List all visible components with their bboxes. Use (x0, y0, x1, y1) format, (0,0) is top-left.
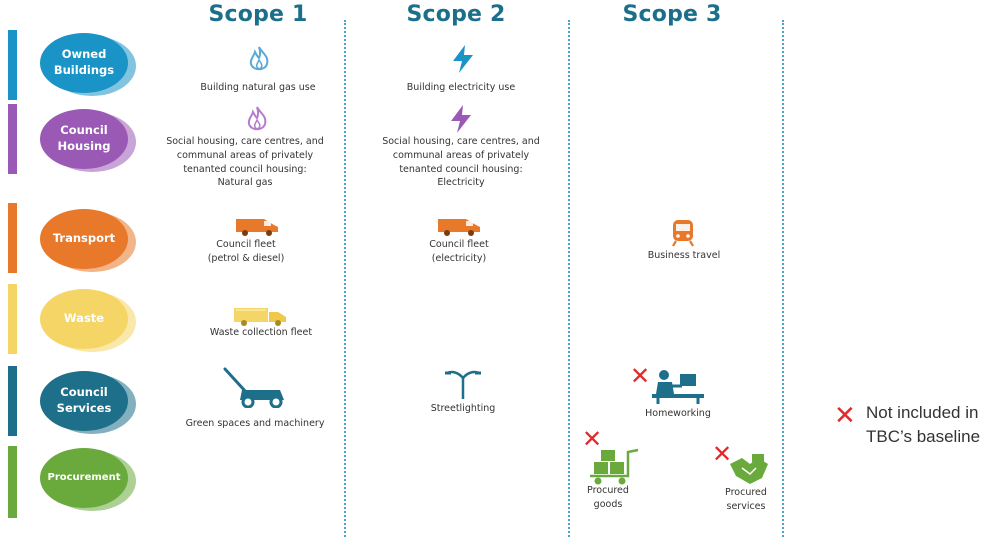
green-spaces-label: Green spaces and machinery (185, 418, 325, 429)
procured-goods-label: Procured goods (587, 485, 629, 510)
flame-icon (247, 106, 267, 131)
housing-gas-label: Social housing, care centres, and commun… (166, 136, 324, 189)
fleet-elec-label: Council fleet (electricity) (429, 239, 489, 264)
procured-services-label: Procured services (725, 487, 767, 512)
lawnmower-icon (223, 367, 284, 408)
scope-2-title: Scope 2 (406, 2, 506, 27)
not-included-mark: ✕ (712, 440, 733, 468)
flame-icon (249, 46, 269, 71)
building-elec-label: Building electricity use (406, 82, 516, 93)
waste-fleet-label: Waste collection fleet (209, 327, 313, 338)
category-transport: Transport (40, 209, 128, 269)
legend-text: Not included in TBC’s baseline (866, 403, 981, 446)
van-icon (438, 219, 480, 236)
category-bar-council-services (8, 366, 17, 436)
category-bar-procurement (8, 446, 17, 518)
business-travel-label: Business travel (647, 250, 721, 261)
category-procurement: Procurement (40, 448, 128, 508)
building-gas-label: Building natural gas use (200, 82, 316, 93)
housing-elec-label: Social housing, care centres, and commun… (382, 136, 540, 189)
van-icon (236, 219, 278, 236)
truck-icon (234, 308, 286, 326)
category-council-services: Council Services (40, 371, 128, 431)
trolley-icon (590, 448, 639, 485)
category-waste: Waste (40, 289, 128, 349)
legend-x-icon: ✕ (834, 401, 856, 431)
desk-worker-icon (652, 370, 704, 404)
scope-divider (344, 20, 346, 537)
category-owned-buildings: Owned Buildings (40, 33, 128, 93)
category-bar-waste (8, 284, 17, 354)
category-council-housing: Council Housing (40, 109, 128, 169)
scope-3-title: Scope 3 (622, 2, 722, 27)
train-icon (672, 220, 694, 247)
not-included-mark: ✕ (582, 425, 603, 453)
category-bar-owned-buildings (8, 30, 17, 100)
lightning-icon (451, 105, 471, 133)
fleet-fuel-label: Council fleet (petrol & diesel) (207, 239, 285, 264)
homeworking-label: Homeworking (645, 408, 711, 419)
lightning-icon (453, 45, 473, 73)
handshake-icon (730, 454, 768, 484)
streetlighting-label: Streetlighting (430, 403, 496, 414)
scope-divider (568, 20, 570, 537)
scope-divider (782, 20, 784, 537)
streetlight-icon (445, 370, 481, 399)
scope-1-title: Scope 1 (208, 2, 308, 27)
category-bar-council-housing (8, 104, 17, 174)
not-included-mark: ✕ (630, 362, 651, 390)
category-bar-transport (8, 203, 17, 273)
